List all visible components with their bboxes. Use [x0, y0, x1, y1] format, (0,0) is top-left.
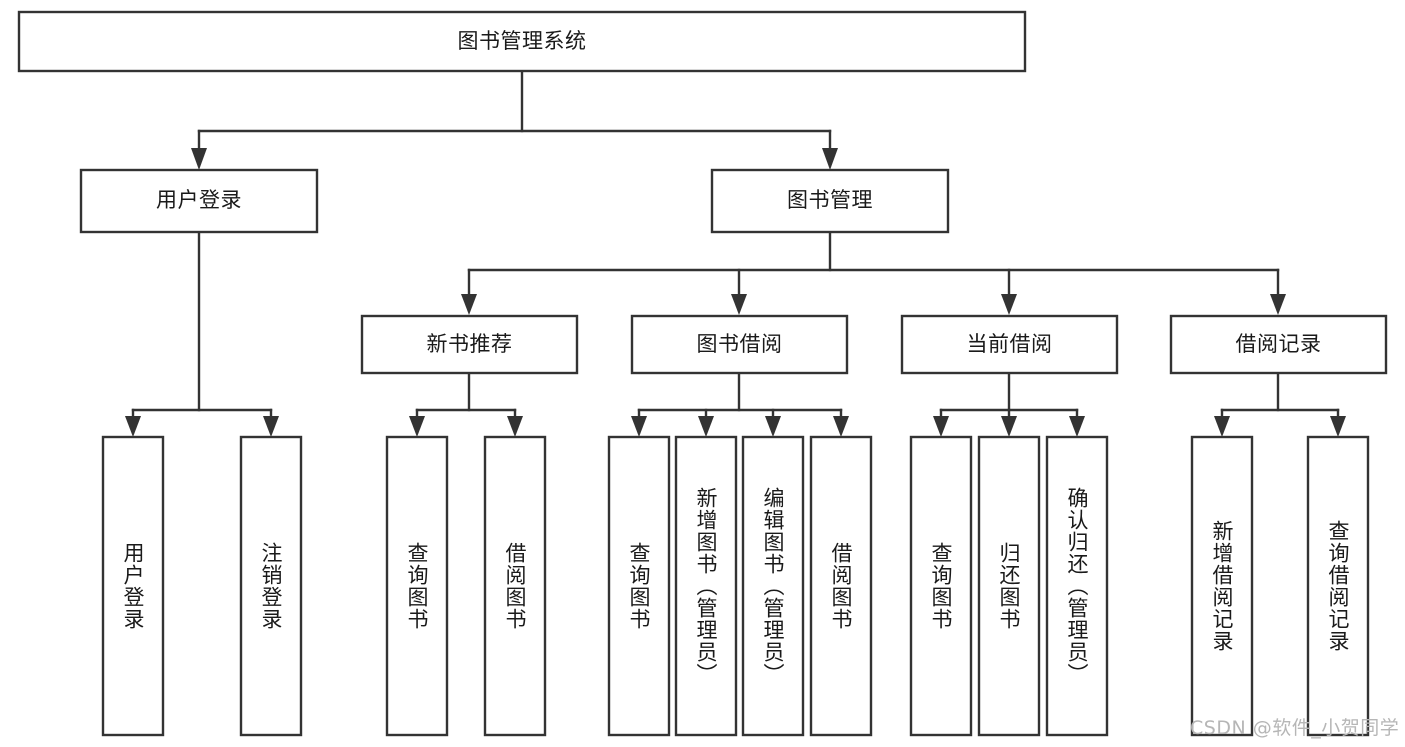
arrow-root-to-user-login	[191, 148, 207, 170]
arrow-bm-to-book-borrow	[731, 294, 747, 315]
edge-group-book-management	[461, 230, 1286, 315]
node-box-leaf-confirm-return[interactable]	[1045, 435, 1109, 737]
arrow-user-login-leaf-1	[263, 416, 279, 437]
arrow-bm-to-borrow-record	[1270, 294, 1286, 315]
node-box-new-book-recommend[interactable]	[360, 314, 579, 375]
node-box-leaf-return-book[interactable]	[977, 435, 1041, 737]
arrow-bb-leaf-2	[765, 416, 781, 437]
watermark-text: CSDN @软件_小贺同学	[1190, 717, 1400, 739]
arrow-bb-leaf-1	[698, 416, 714, 437]
node-box-leaf-logout-login[interactable]	[239, 435, 303, 737]
arrow-cb-leaf-1	[1001, 416, 1017, 437]
edge-group-root	[191, 69, 838, 170]
node-box-book-management[interactable]	[710, 168, 950, 234]
arrow-cb-leaf-0	[933, 416, 949, 437]
arrow-root-to-book-management	[822, 148, 838, 170]
node-box-leaf-query-book-1[interactable]	[385, 435, 449, 737]
edge-group-book-borrow	[631, 371, 849, 437]
arrow-nbr-leaf-0	[409, 416, 425, 437]
node-box-borrow-record[interactable]	[1169, 314, 1388, 375]
node-box-leaf-user-login[interactable]	[101, 435, 165, 737]
node-box-leaf-add-book[interactable]	[674, 435, 738, 737]
node-box-user-login[interactable]	[79, 168, 319, 234]
arrow-cb-leaf-2	[1069, 416, 1085, 437]
node-box-leaf-edit-book[interactable]	[741, 435, 805, 737]
node-box-leaf-borrow-book-1[interactable]	[483, 435, 547, 737]
edge-group-user-login	[125, 230, 279, 437]
edge-group-current-borrow	[933, 371, 1085, 437]
node-box-leaf-borrow-book-2[interactable]	[809, 435, 873, 737]
edge-group-new-book-recommend	[409, 371, 523, 437]
node-box-leaf-query-book-3[interactable]	[909, 435, 973, 737]
arrow-bb-leaf-0	[631, 416, 647, 437]
arrow-nbr-leaf-1	[507, 416, 523, 437]
node-box-root[interactable]	[17, 10, 1027, 73]
node-box-leaf-query-book-2[interactable]	[607, 435, 671, 737]
arrow-bm-to-current-borrow	[1001, 294, 1017, 315]
arrow-br-leaf-1	[1330, 416, 1346, 437]
edge-group-borrow-record	[1214, 371, 1346, 437]
node-box-book-borrow[interactable]	[630, 314, 849, 375]
node-box-leaf-add-record[interactable]	[1190, 435, 1254, 737]
arrow-user-login-leaf-0	[125, 416, 141, 437]
arrow-br-leaf-0	[1214, 416, 1230, 437]
arrow-bb-leaf-3	[833, 416, 849, 437]
node-box-leaf-query-record[interactable]	[1306, 435, 1370, 737]
node-box-current-borrow[interactable]	[900, 314, 1119, 375]
arrow-bm-to-new-book-recommend	[461, 294, 477, 315]
